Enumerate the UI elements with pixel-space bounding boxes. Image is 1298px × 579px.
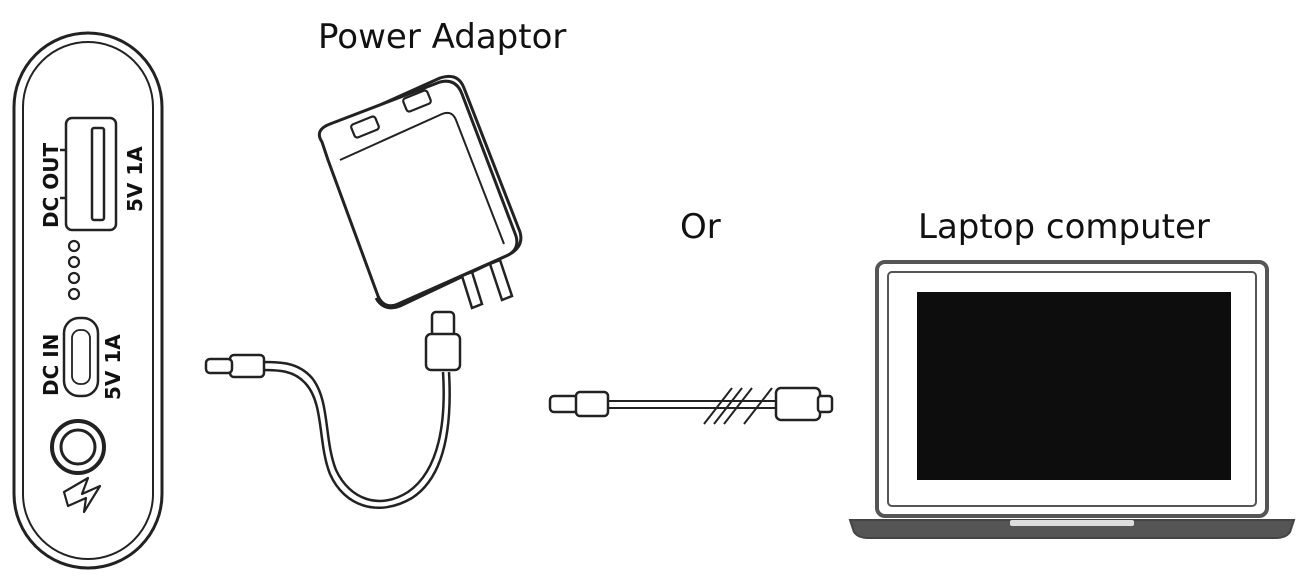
lightning-icon [62,476,102,514]
dc-in-rating: 5V 1A [101,334,125,400]
usb-a-port [60,116,118,232]
cable-usb-c-plug-left [204,353,266,379]
laptop-base [848,519,1296,539]
laptop-label: Laptop computer [918,207,1210,247]
power-bank [12,31,164,570]
dc-in-label: DC IN [39,334,63,396]
dc-out-label: DC OUT [39,143,63,228]
power-button [50,419,106,475]
adaptor-cable [261,360,451,509]
usb-c-port [62,316,100,398]
dc-out-rating: 5V 1A [123,146,147,212]
laptop-screen [917,292,1231,480]
power-adaptor [317,74,523,310]
laptop-cable [548,386,834,425]
plug-prongs [460,258,514,310]
adaptor-usb-c-plug [424,310,462,372]
power-adaptor-label: Power Adaptor [318,17,566,57]
or-label: Or [680,207,721,247]
laptop [848,260,1296,539]
led-indicator-dots [67,239,81,301]
